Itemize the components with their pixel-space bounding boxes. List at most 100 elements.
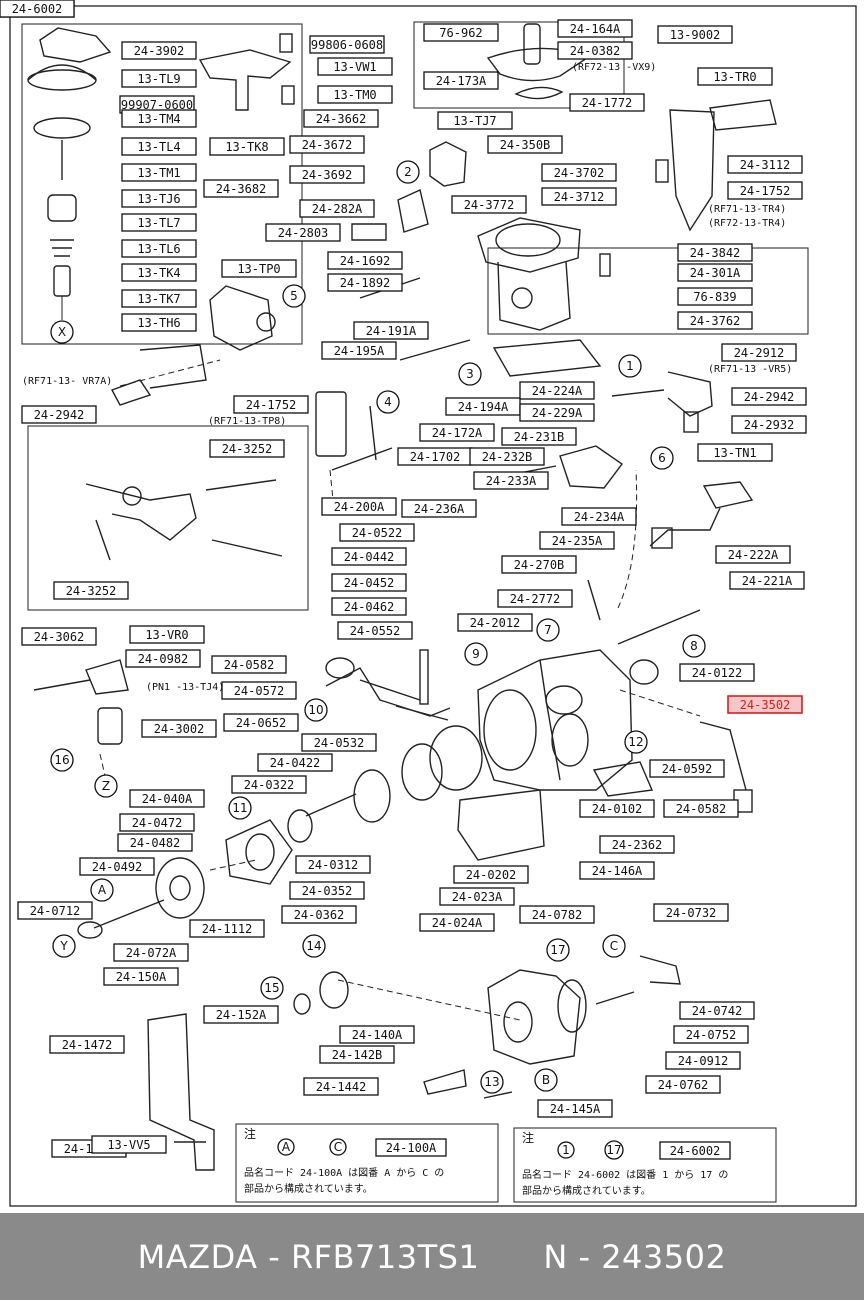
part-label-text: 24-3772 <box>464 198 515 212</box>
note-left-heading: 注 <box>244 1126 256 1141</box>
part-label-text: 24-0552 <box>350 624 401 638</box>
part-label-box <box>331 597 407 616</box>
callout-text: 8 <box>690 639 698 653</box>
part-label-box <box>117 833 193 852</box>
callout-14: 14 <box>302 934 326 958</box>
part-label: 24-040A <box>129 789 205 808</box>
part-label-box <box>339 1025 415 1044</box>
part-label-text: 24-3902 <box>134 44 185 58</box>
part-label-text: 24-221A <box>742 574 793 588</box>
part-label-text: 24-3842 <box>690 246 741 260</box>
part-label-box <box>233 395 309 414</box>
part-label: 24-3842 <box>677 243 753 262</box>
part-label-text: 24-0752 <box>686 1028 737 1042</box>
note-left-code-box <box>375 1138 447 1157</box>
part-label-box <box>353 321 429 340</box>
part-label: 24-229A <box>519 403 595 422</box>
part-label-text: 24-282A <box>312 202 363 216</box>
annotation-pn1-tj4: (PN1 -13-TJ4) <box>146 682 224 693</box>
part-label: 24-3062 <box>21 627 97 646</box>
callout-circle <box>458 362 482 386</box>
part-label-text: 24-150A <box>116 970 167 984</box>
part-label-text: 24-2012 <box>470 616 521 630</box>
part-label: 24-2772 <box>497 589 573 608</box>
note-right-code: 24-6002 <box>670 1144 721 1158</box>
callout-z: Z <box>94 774 118 798</box>
exploded-parts-diagram: 24-390213-TL999907-060013-TM413-TL413-TM… <box>0 0 857 1207</box>
group-box-top-left <box>21 23 303 345</box>
callout-y: Y <box>52 934 76 958</box>
callout-text: 13 <box>484 1075 499 1089</box>
part-label-text: 24-145A <box>550 1102 601 1116</box>
part-label-text: 24-0742 <box>692 1004 743 1018</box>
part-label: 13-TH6 <box>121 313 197 332</box>
part-label: 13-TM1 <box>121 163 197 182</box>
part-label: 24-024A <box>419 913 495 932</box>
part-label: 24-3672 <box>289 135 365 154</box>
annotation-rf71-vr5: (RF71-13 -VR5) <box>708 364 792 375</box>
part-label-box <box>561 507 637 526</box>
part-label-text: 24-2803 <box>278 226 329 240</box>
part-label-box <box>665 1051 741 1070</box>
callout-circle <box>650 446 674 470</box>
part-label-text: 24-3682 <box>216 182 267 196</box>
part-label: 24-0572 <box>221 681 297 700</box>
callout-8: 8 <box>682 634 706 658</box>
part-label-box <box>673 1025 749 1044</box>
part-label: 24-3112 <box>727 155 803 174</box>
part-label-text: 13-TR0 <box>713 70 756 84</box>
part-label-box <box>519 905 595 924</box>
part-label: 24-2803 <box>265 223 341 242</box>
callout-7: 7 <box>536 618 560 642</box>
part-label-text: 24-0782 <box>532 908 583 922</box>
part-label: 24-1112 <box>189 919 265 938</box>
part-label-box <box>419 913 495 932</box>
part-label: 24-1442 <box>303 1077 379 1096</box>
part-label-box <box>129 625 205 644</box>
part-label-box <box>121 239 197 258</box>
part-label-box <box>49 1035 125 1054</box>
callout-x: X <box>50 320 74 344</box>
part-label-text: 24-1112 <box>202 922 253 936</box>
note-left-line1: 品名コード 24-100A は図番 A から C の <box>244 1166 444 1179</box>
part-label-box <box>321 497 397 516</box>
part-label-text: 24-0532 <box>314 736 365 750</box>
part-label-text: 24-191A <box>366 324 417 338</box>
part-label-text: 13-TL7 <box>137 216 180 230</box>
part-label-text: 24-0482 <box>130 836 181 850</box>
part-label: 24-2012 <box>457 613 533 632</box>
part-label-box <box>121 263 197 282</box>
callout-text: 3 <box>466 367 474 381</box>
part-label-text: 24-194A <box>458 400 509 414</box>
part-label: 24-0582 <box>211 655 287 674</box>
part-label-text: 13-TK4 <box>137 266 180 280</box>
part-label-text: 24-0592 <box>662 762 713 776</box>
part-label-box <box>557 41 633 60</box>
part-label-text: 24-1752 <box>740 184 791 198</box>
part-label: 76-839 <box>677 287 753 306</box>
part-label-box <box>731 387 807 406</box>
part-label-box <box>121 41 197 60</box>
note-left-to-circle <box>329 1138 347 1156</box>
part-label-text: 24-224A <box>532 384 583 398</box>
part-label: 24-0442 <box>331 547 407 566</box>
part-label-text: 13-TL9 <box>137 72 180 86</box>
callout-text: 12 <box>628 735 643 749</box>
part-label-text: 24-3112 <box>740 158 791 172</box>
callout-text: 5 <box>290 289 298 303</box>
part-label: 24-0982 <box>125 649 201 668</box>
part-label-text: 24-0472 <box>132 816 183 830</box>
callout-text: A <box>98 883 107 897</box>
part-label-box <box>657 25 733 44</box>
callout-text: 1 <box>626 359 634 373</box>
part-label-text: 24-0382 <box>570 44 621 58</box>
part-label-text: 24-3672 <box>302 138 353 152</box>
part-label-box <box>221 259 297 278</box>
diagram-frame <box>9 5 857 1207</box>
part-label: 24-0472 <box>119 813 195 832</box>
part-label-box <box>119 813 195 832</box>
part-label: 24-270B <box>501 555 577 574</box>
callout-17: 17 <box>546 938 570 962</box>
part-label: 13-TK4 <box>121 263 197 282</box>
part-label-box <box>121 69 197 88</box>
